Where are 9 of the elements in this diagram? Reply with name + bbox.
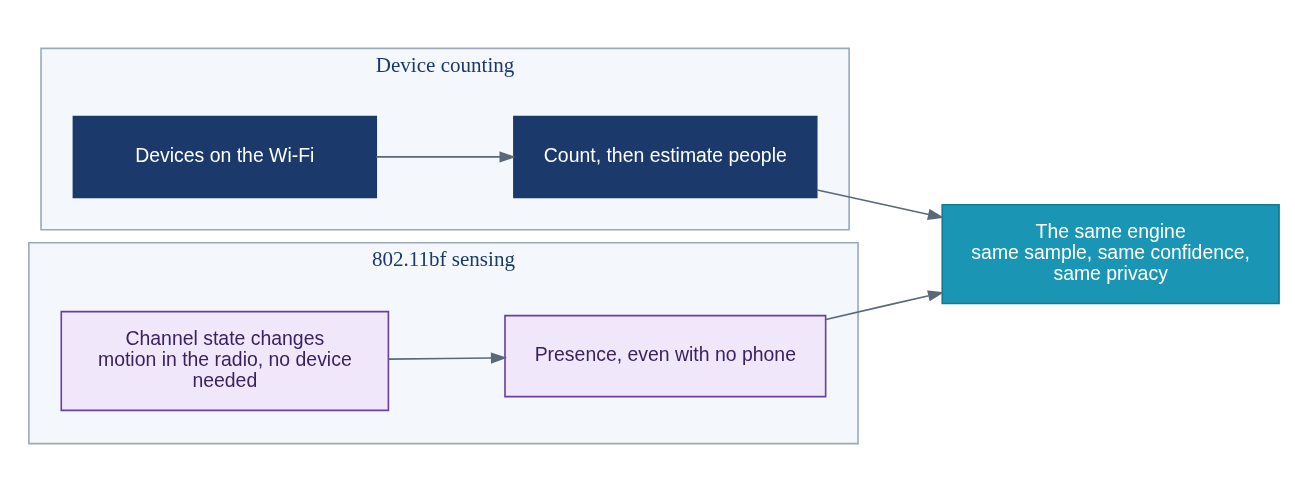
arrow [375, 150, 516, 163]
arrow [387, 351, 508, 364]
node-box: Devices on the Wi-Fi [72, 115, 378, 198]
node-box: The same engine same sample, same confidence, same privacy [941, 203, 1280, 304]
arrow [816, 188, 945, 220]
node-box: Count, then estimate people [513, 115, 818, 198]
node-box: Channel state changes motion in the radio, no device needed [60, 310, 390, 411]
node-box: Presence, even with no phone [504, 314, 827, 397]
arrow [825, 289, 945, 320]
